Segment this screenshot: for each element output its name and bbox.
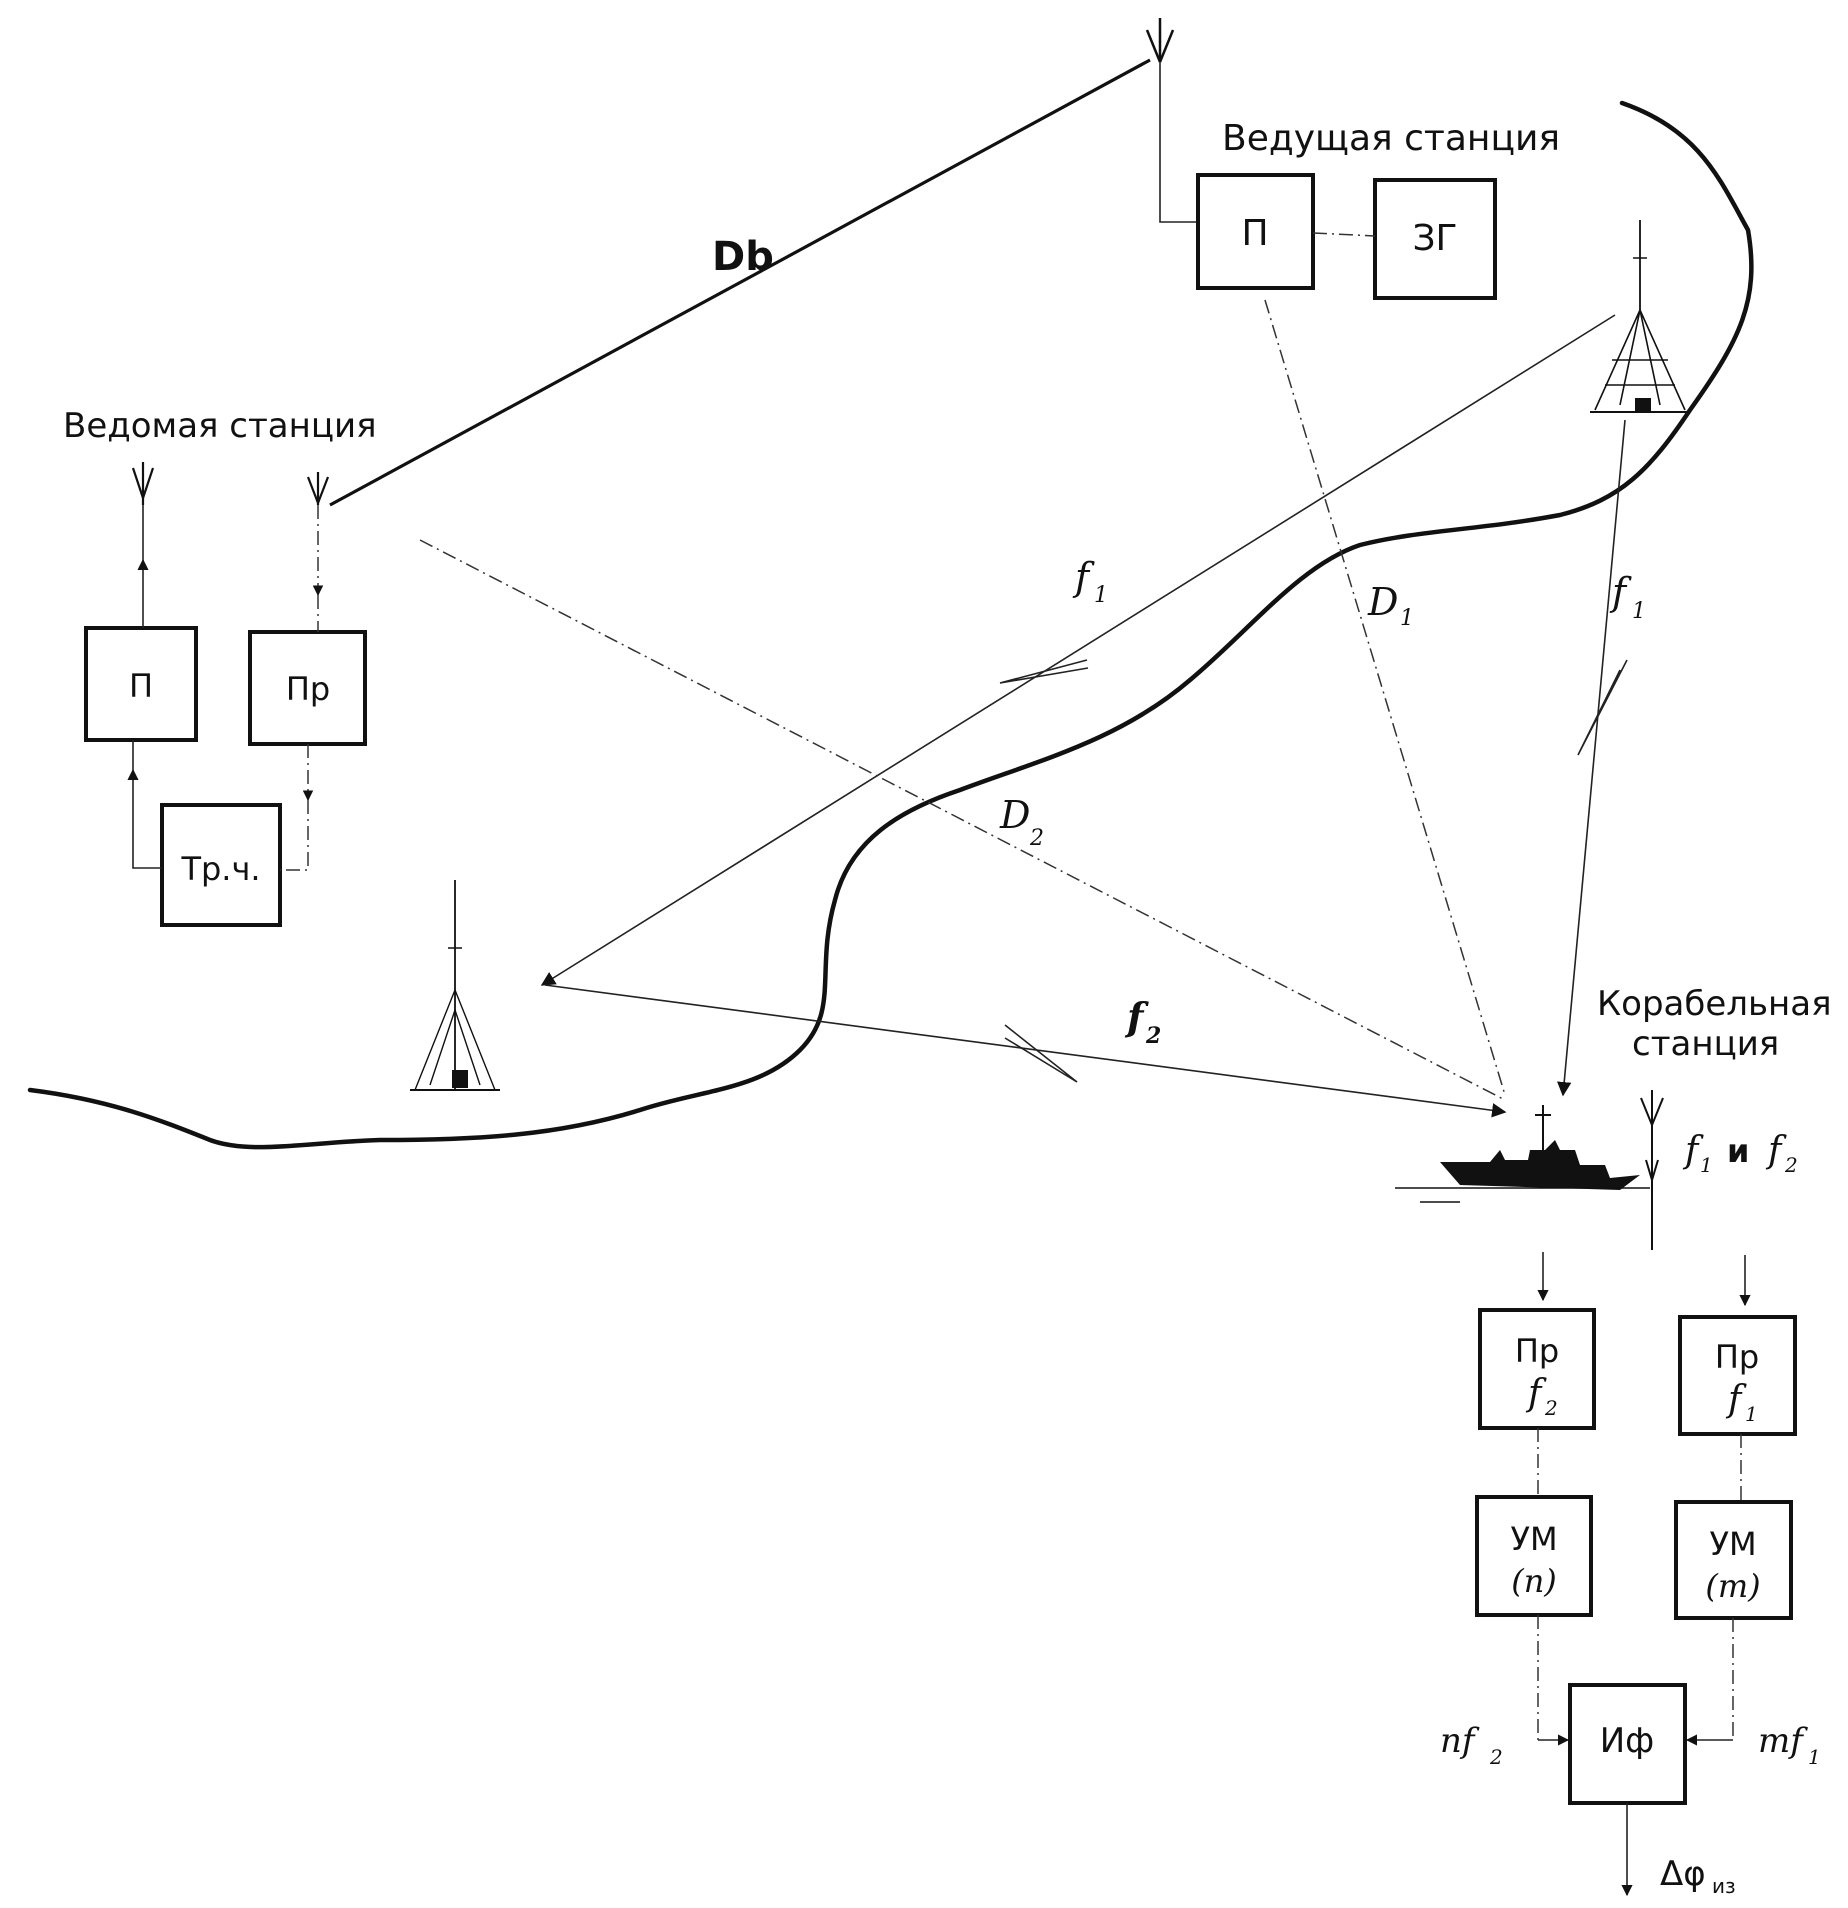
ship-station-title-line2: станция	[1632, 1024, 1779, 1064]
svg-text:2: 2	[1029, 826, 1044, 851]
slave-rx-antenna-icon	[306, 472, 330, 505]
frequency-converter-box	[160, 803, 282, 927]
multiplier-n-box	[1475, 1495, 1593, 1617]
svg-text:из: из	[1712, 1874, 1736, 1898]
receiver-f2-box	[1478, 1308, 1596, 1430]
svg-text:D: D	[1367, 580, 1398, 624]
signal-f1-right-label: f 1	[1609, 570, 1646, 624]
ship-antenna-label: f 1 и f 2	[1682, 1130, 1798, 1177]
slave-tx-antenna-icon	[131, 462, 155, 505]
master-transmitter-label: П	[1241, 213, 1268, 254]
svg-text:1: 1	[1745, 1402, 1758, 1426]
signal-f2-line	[544, 984, 1507, 1118]
svg-text:2: 2	[1544, 1396, 1558, 1420]
receiver-f2-label: Пр	[1515, 1332, 1559, 1370]
multiplier-n-factor: (n)	[1511, 1562, 1557, 1600]
ship-antenna-icon	[1640, 1090, 1664, 1250]
svg-text:D: D	[999, 793, 1030, 837]
master-tower-icon	[1590, 220, 1690, 413]
svg-text:и: и	[1727, 1132, 1749, 1170]
coastline	[27, 100, 1754, 1150]
master-transmitter-box	[1196, 173, 1315, 290]
ship-station-title-line1: Корабельная	[1597, 984, 1832, 1024]
svg-text:2: 2	[1145, 1023, 1161, 1049]
master-antenna-icon	[1145, 18, 1198, 223]
svg-text:f: f	[1765, 1130, 1787, 1171]
signal-f1-right-line	[1557, 419, 1626, 1097]
slave-station-title: Ведомая станция	[63, 406, 377, 446]
distance-d2-line	[419, 539, 1506, 1101]
multiplier-m-label: УМ	[1709, 1525, 1756, 1563]
slave-transmitter-box	[84, 626, 198, 742]
svg-text:1: 1	[1700, 1153, 1713, 1177]
svg-text:Δφ: Δφ	[1660, 1854, 1706, 1894]
svg-text:mf: mf	[1758, 1721, 1808, 1761]
svg-text:2: 2	[1784, 1153, 1798, 1177]
phase-meter-label: Иф	[1600, 1721, 1655, 1761]
master-generator-box	[1373, 178, 1497, 300]
multiplier-n-label: УМ	[1510, 1520, 1557, 1558]
input-nf2-label: nf 2	[1440, 1721, 1503, 1769]
multiplier-m-factor: (m)	[1705, 1567, 1760, 1605]
slave-transmitter-label: П	[129, 667, 153, 705]
svg-text:f: f	[1072, 555, 1095, 599]
svg-text:f: f	[1609, 570, 1632, 614]
svg-text:1: 1	[1094, 583, 1108, 608]
output-phase-label: Δφ из	[1660, 1854, 1736, 1898]
lightning-f1-left-icon	[999, 659, 1089, 684]
svg-text:nf: nf	[1440, 1721, 1480, 1761]
signal-f1-left-line	[540, 314, 1616, 986]
distance-d2-label: D 2	[999, 793, 1044, 851]
distance-d1-line	[1264, 299, 1506, 1096]
receiver-f1-box	[1678, 1315, 1797, 1436]
receiver-f1-label: Пр	[1715, 1338, 1759, 1376]
master-generator-label: ЗГ	[1412, 218, 1457, 259]
svg-text:1: 1	[1632, 599, 1646, 624]
signal-f2-label: f 2	[1124, 994, 1161, 1049]
input-mf1-label: mf 1	[1758, 1721, 1821, 1769]
svg-text:2: 2	[1489, 1745, 1503, 1769]
slave-tower-icon	[410, 880, 500, 1091]
svg-text:1: 1	[1400, 606, 1414, 631]
frequency-converter-label: Тр.ч.	[180, 850, 260, 888]
distance-d1-label: D 1	[1367, 580, 1414, 631]
baseline-line	[329, 58, 1151, 507]
master-station-title: Ведущая станция	[1222, 118, 1560, 159]
baseline-label: Db	[712, 234, 774, 280]
lightning-f1-right-icon	[1577, 659, 1628, 756]
ship-icon	[1395, 1105, 1650, 1203]
signal-f1-left-label: f 1	[1072, 555, 1108, 608]
slave-receiver-label: Пр	[286, 670, 330, 708]
lightning-f2-icon	[1004, 1024, 1078, 1083]
svg-text:1: 1	[1808, 1745, 1821, 1769]
